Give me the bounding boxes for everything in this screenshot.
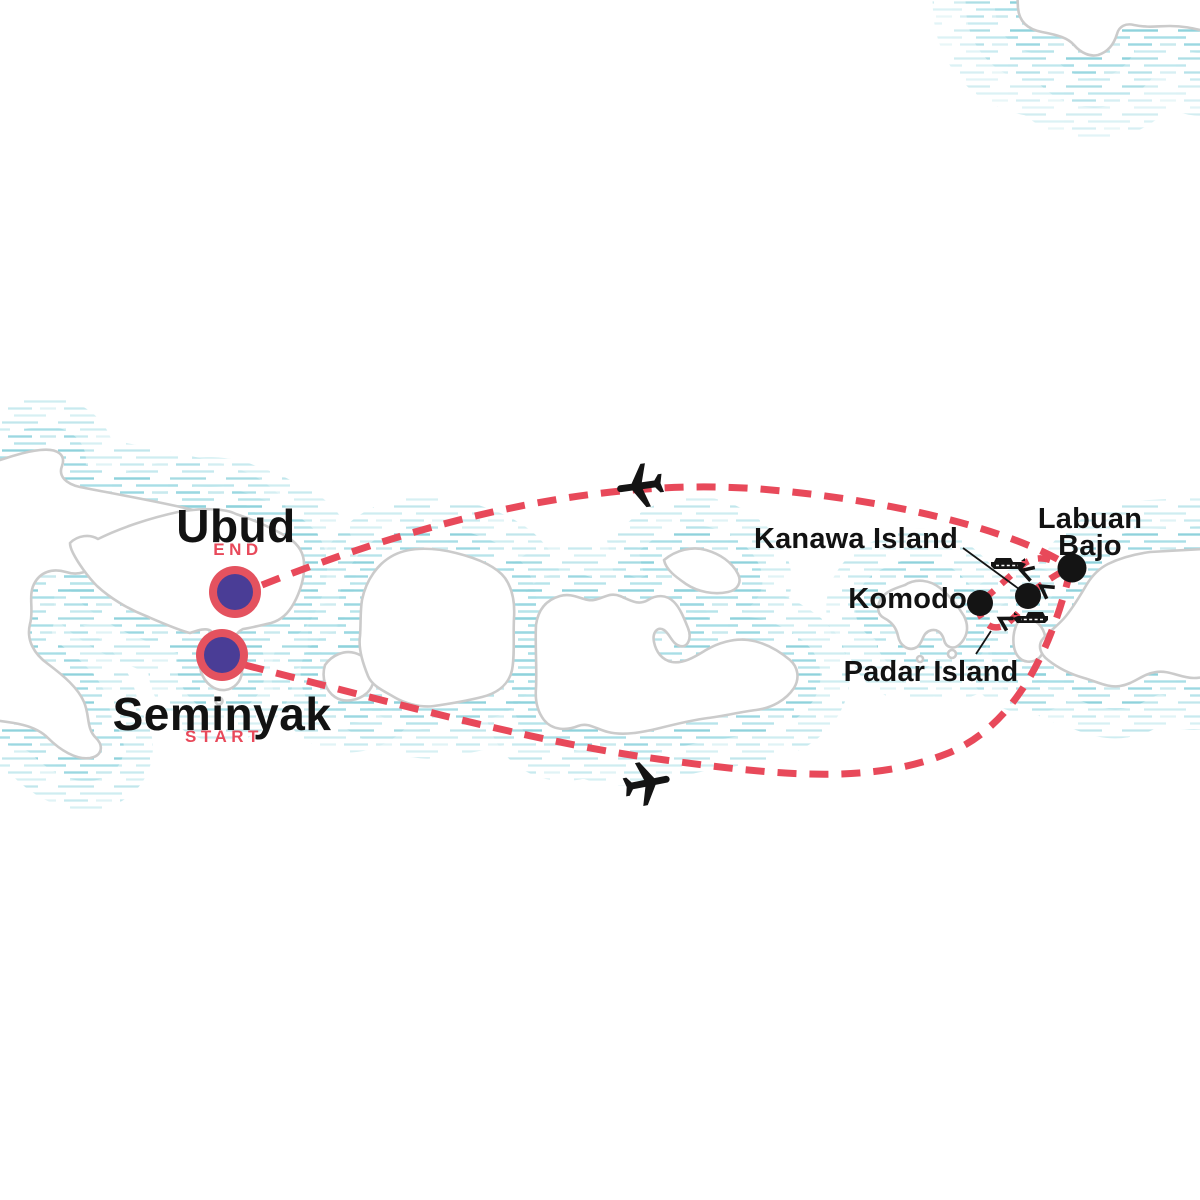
leader-line-padar [975,630,992,655]
island-sumbawa [534,593,799,735]
stop-dot-kanawa-island [1015,583,1041,609]
direction-arrows [996,565,1055,632]
islands [0,0,1200,760]
label-labuan-bajo: Labuan Bajo [1037,503,1143,562]
label-padar-island: Padar Island [843,656,1019,688]
label-seminyak-tag: START [185,727,263,746]
route-flight-seminyak-to-labuan-bajo [244,575,1073,778]
label-labuan-bajo-line1: Labuan [1037,503,1143,535]
label-labuan-bajo-line2: Bajo [1058,530,1122,562]
airplane-icon [617,463,665,508]
direction-chevron-icon [1037,584,1055,600]
label-komodo: Komodo [848,583,967,615]
label-kanawa-island: Kanawa Island [753,523,958,555]
island-sulawesi-coast [1016,0,1200,57]
ferry-icon [991,558,1026,569]
island-lombok [358,547,516,708]
label-ubud: Ubud [176,500,296,552]
label-ubud-tag: END [213,540,263,559]
route-boat-komodo-to-kanawa-via-padar [975,597,1031,631]
stop-dot-komodo [967,590,993,616]
label-seminyak: Seminyak [112,688,332,740]
stop-dot-labuan-bajo [1057,553,1087,583]
marker-ubud [209,566,261,618]
ferry-icon [1013,612,1048,623]
islet-komodo-south [946,648,958,660]
direction-chevron-icon [996,616,1014,632]
island-komodo [876,579,969,651]
island-moyo [662,547,741,595]
direction-chevron-icon [1017,565,1036,583]
islet-south-bali [214,696,224,706]
islet-komodo-south-2 [915,654,925,664]
airplane-icon [622,762,670,806]
marker-seminyak [196,629,248,681]
leader-line-kanawa [962,547,1020,590]
island-flores [1038,547,1200,688]
